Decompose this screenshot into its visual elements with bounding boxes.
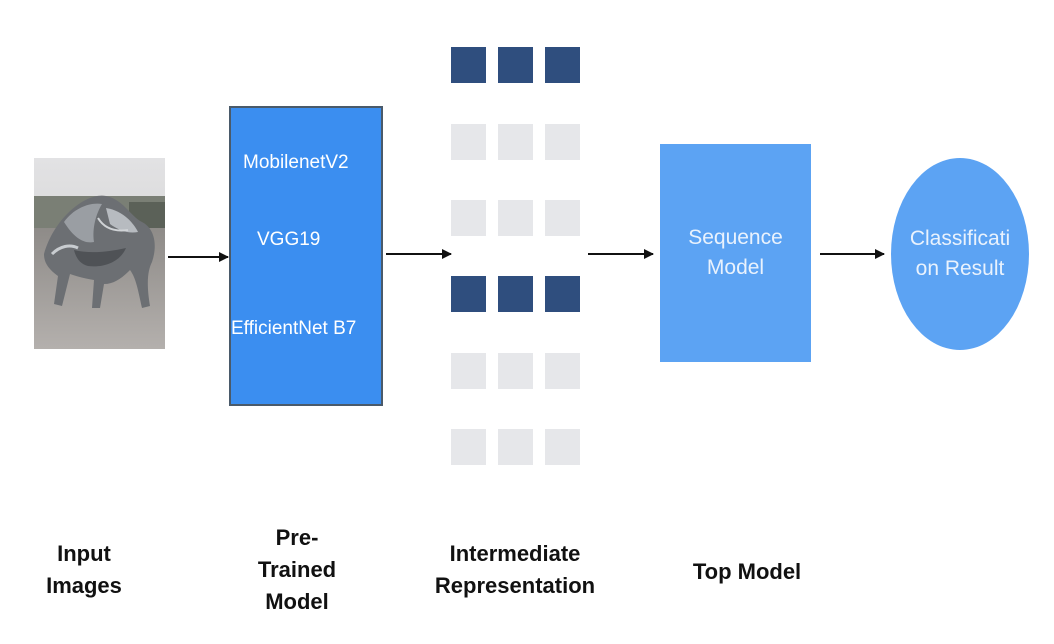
representation-cell [451,353,486,389]
classification-result-ellipse: Classification Result [891,158,1029,350]
representation-cell [451,200,486,236]
representation-cell [545,124,580,160]
caption-input-images: Input Images [46,541,122,598]
representation-cell [451,124,486,160]
representation-cell [545,276,580,312]
model-vgg19: VGG19 [257,229,321,250]
classification-result-label: Classification Result [909,227,1011,280]
sequence-model-label: Sequence Model [688,226,783,279]
representation-cell [498,124,533,160]
sequence-model-box: Sequence Model [660,144,811,362]
caption-pretrained-model: Pre- Trained Model [257,525,337,614]
representation-cell [498,200,533,236]
model-efficientnet-b7: EfficientNet B7 [231,318,357,339]
representation-cell [451,429,486,465]
representation-cell [545,353,580,389]
representation-cell [498,353,533,389]
model-mobilenetv2: MobilenetV2 [243,152,349,173]
representation-cell [451,47,486,83]
input-image [34,158,165,349]
representation-cell [498,276,533,312]
representation-cell [498,429,533,465]
representation-cell [451,276,486,312]
representation-cell [498,47,533,83]
representation-cell [545,47,580,83]
pretrained-model-box: MobilenetV2 VGG19 EfficientNet B7 [229,106,383,406]
caption-intermediate-representation: Intermediate Representation [434,541,596,598]
representation-cell [545,200,580,236]
representation-cell [545,429,580,465]
caption-top-model: Top Model [692,559,802,584]
